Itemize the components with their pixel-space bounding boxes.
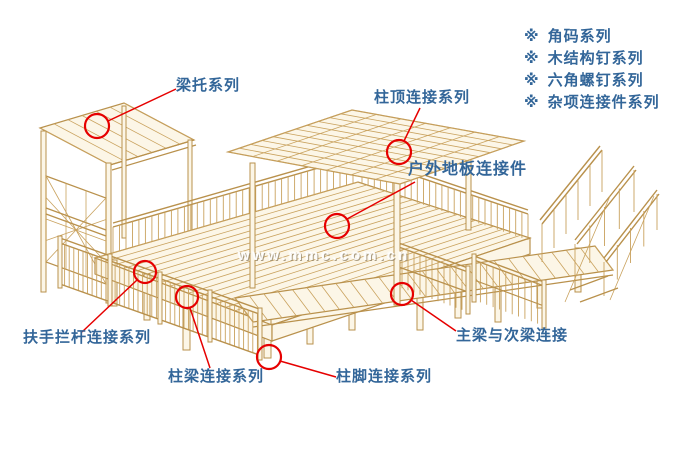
leader-line <box>189 307 211 369</box>
railing-post <box>257 307 263 361</box>
callout-label-post-top-connector: 柱顶连接系列 <box>374 89 471 106</box>
back-left-balusters <box>112 158 354 253</box>
callout-label-handrail-connector: 扶手拦杆连接系列 <box>23 329 152 346</box>
callout-label-main-joist-connector: 主梁与次梁连接 <box>456 327 569 344</box>
stair-handrail <box>574 165 637 245</box>
right-panel-rail-2 <box>473 255 545 287</box>
marker-handrail-connector <box>81 259 158 333</box>
marker-circle <box>385 138 413 166</box>
legend-item-label: 杂项连接件系列 <box>547 94 660 111</box>
reference-mark-icon: ※ <box>524 28 540 45</box>
leader-line <box>403 107 421 142</box>
callout-label-post-base-connector: 柱脚连接系列 <box>336 368 433 385</box>
legend-item-label: 角码系列 <box>547 28 612 45</box>
right-panel-midrail-2 <box>473 279 545 307</box>
marker-circle <box>83 112 111 140</box>
callout-label-beam-hanger: 梁托系列 <box>176 77 241 94</box>
marker-circle <box>323 212 351 240</box>
railing-post <box>157 271 163 325</box>
leader-line <box>346 181 416 220</box>
pergola-post <box>249 162 256 289</box>
marker-post-top-connector <box>385 107 421 166</box>
arbor-cross-rails <box>45 207 107 237</box>
arbor-lattice-diagonals <box>45 175 107 285</box>
arbor-post-front-left <box>40 130 47 293</box>
marker-outdoor-deck-connector <box>323 181 416 240</box>
marker-post-beam-connector <box>174 284 211 369</box>
legend-item-hex-screws: ※ 六角螺钉系列 <box>524 73 660 89</box>
walkway-edge-beam <box>252 274 614 328</box>
marker-beam-hanger <box>83 88 177 140</box>
arbor-roof-rafters <box>39 102 195 166</box>
legend-item-label: 木结构钉系列 <box>547 50 644 67</box>
legend-item-misc-connectors: ※ 杂项连接件系列 <box>524 95 660 111</box>
marker-circle <box>389 281 415 307</box>
stair-treads <box>569 275 619 303</box>
stair-balusters <box>541 150 603 262</box>
leader-line <box>279 360 337 378</box>
railing-post <box>107 253 113 307</box>
legend-list: ※ 角码系列 ※ 木结构钉系列 ※ 六角螺钉系列 ※ 杂项连接件系列 <box>524 29 660 117</box>
marker-circle <box>132 259 158 285</box>
watermark: www.mmc.com.cn <box>238 247 411 264</box>
callout-markers <box>81 88 457 378</box>
arbor-post-back-left <box>121 105 127 239</box>
trellis-slats-b <box>227 109 525 185</box>
reference-mark-icon: ※ <box>524 50 540 67</box>
stair-balusters <box>603 194 658 296</box>
railing-post <box>207 289 213 343</box>
callout-label-post-beam-connector: 柱梁连接系列 <box>168 368 265 385</box>
railing-post <box>541 279 547 329</box>
pergola-canopy <box>225 109 527 306</box>
marker-circle <box>255 343 283 371</box>
legend-item-corner-brackets: ※ 角码系列 <box>524 29 660 45</box>
stair-handrail <box>539 145 603 225</box>
stair-stringers <box>564 195 655 303</box>
marker-circle <box>174 284 200 310</box>
arbor-post-back-right <box>187 139 193 233</box>
leader-line <box>81 279 138 333</box>
legend-item-label: 六角螺钉系列 <box>547 72 644 89</box>
railing-post <box>471 253 477 303</box>
reference-mark-icon: ※ <box>524 72 540 89</box>
reference-mark-icon: ※ <box>524 94 540 111</box>
right-panel-midrail <box>395 265 469 293</box>
leader-line <box>107 88 177 122</box>
railing-post <box>465 265 471 315</box>
legend-item-structural-nails: ※ 木结构钉系列 <box>524 51 660 67</box>
deck-planks <box>94 181 531 326</box>
railing-post <box>57 235 63 289</box>
leader-line <box>410 299 457 332</box>
front-left-railing <box>57 235 263 361</box>
marker-main-joist-connector <box>389 281 457 332</box>
marker-post-base-connector <box>255 343 337 378</box>
callout-label-outdoor-deck-connector: 户外地板连接件 <box>408 161 528 178</box>
